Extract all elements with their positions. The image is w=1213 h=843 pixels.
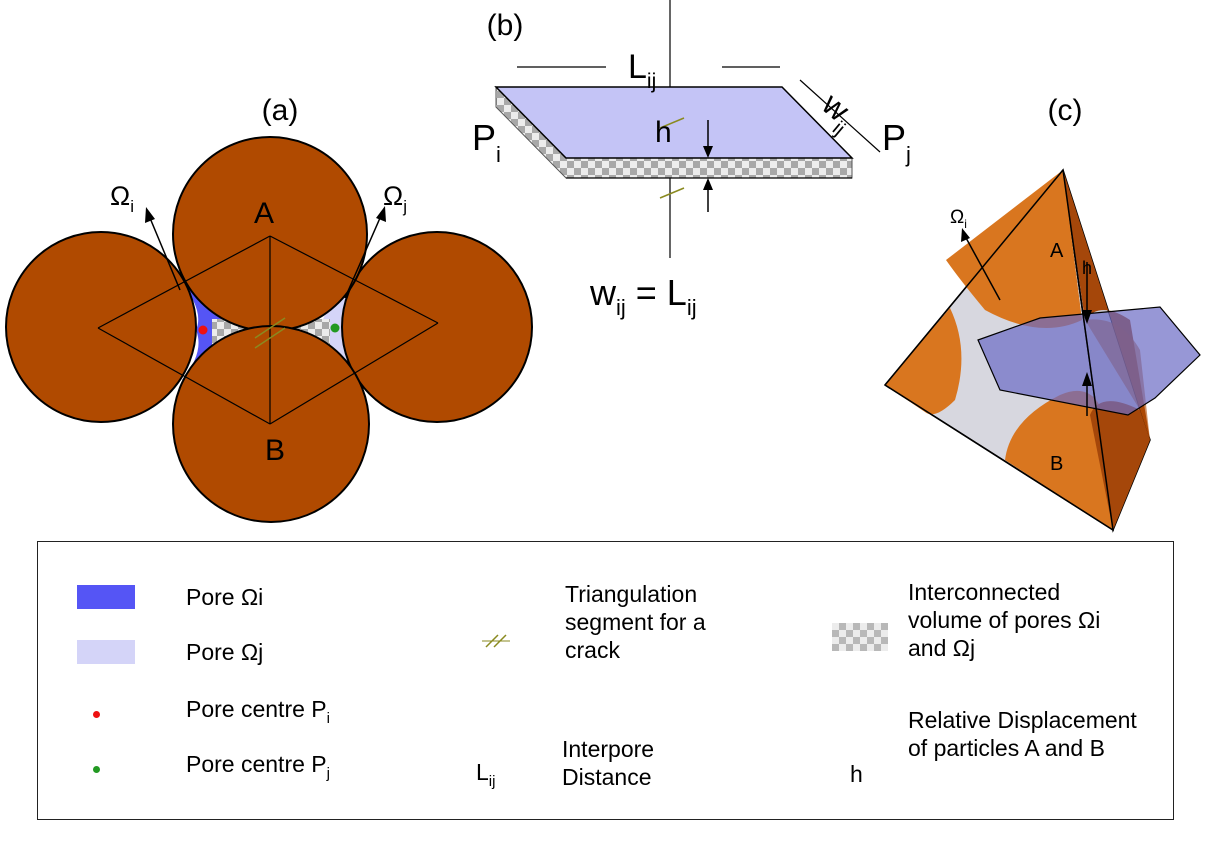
grain-left-corner — [885, 308, 962, 415]
panel-b: (b) Lij wij h Pi Pj wij = Lij — [472, 0, 911, 320]
label-h-c: h — [1082, 258, 1092, 278]
triangulation-lines — [97, 235, 439, 425]
legend-swatch-pore-j — [77, 640, 135, 664]
legend-label-interpore: Interpore Distance — [562, 736, 655, 790]
legend-label-relative-displacement: Relative Displacement of particles A and… — [908, 707, 1137, 761]
legend-label-pore-j: Pore Ωj — [186, 639, 264, 665]
crack-mark-top — [659, 117, 685, 129]
legend-crack-symbol — [482, 634, 510, 648]
label-h-b: h — [655, 116, 672, 149]
panel-c-label: (c) — [1048, 94, 1083, 127]
label-omega-j: Ωj — [383, 181, 407, 216]
legend-dot-pore-centre-i — [93, 711, 100, 718]
omega-i-arrow — [149, 217, 181, 291]
legend-label-pore-i: Pore Ωi — [186, 584, 264, 610]
label-omega-i: Ωi — [110, 181, 134, 216]
label-b-c: B — [1050, 453, 1063, 475]
legend-label-triangulation: Triangulation segment for a crack — [565, 581, 706, 663]
omega-j-arrow — [344, 217, 381, 299]
crack-mark-bottom — [659, 187, 685, 199]
label-particle-b: B — [265, 434, 285, 467]
grain-b-face — [1005, 390, 1113, 530]
label-particle-a: A — [254, 197, 274, 230]
label-a-c: A — [1050, 240, 1064, 262]
legend-label-interconnected: Interconnected volume of pores Ωi and Ωj — [908, 579, 1101, 661]
legend-label-pore-centre-j: Pore centre Pj — [186, 751, 330, 782]
grain-a-face — [946, 170, 1082, 328]
legend-symbol-h: h — [850, 761, 863, 787]
legend-swatch-interconnected — [832, 623, 888, 651]
panel-c: (c) h A B Ωi — [883, 94, 1201, 533]
label-omega-i-c: Ωi — [950, 207, 967, 231]
legend — [37, 541, 1174, 820]
panel-a-label: (a) — [262, 94, 299, 127]
label-pi: Pi — [472, 117, 501, 167]
crack-segment-a — [254, 317, 286, 339]
grain-b-right — [1090, 401, 1150, 530]
legend-label-pore-centre-i: Pore centre Pi — [186, 696, 330, 727]
label-lij: Lij — [628, 48, 656, 93]
particle-right — [341, 231, 533, 423]
pore-centre-pj — [330, 323, 340, 333]
panel-a: (a) A B Ωi Ωj — [5, 94, 533, 523]
pore-centre-pi — [198, 325, 208, 335]
legend-symbol-lij: Lij — [476, 759, 496, 790]
legend-swatch-pore-i — [77, 585, 135, 609]
legend-dot-pore-centre-j — [93, 766, 100, 773]
label-pj: Pj — [882, 117, 911, 167]
equation-wij-lij: wij = Lij — [589, 272, 697, 320]
omega-i-arrow-c — [964, 235, 1001, 301]
panel-b-label: (b) — [487, 9, 524, 42]
